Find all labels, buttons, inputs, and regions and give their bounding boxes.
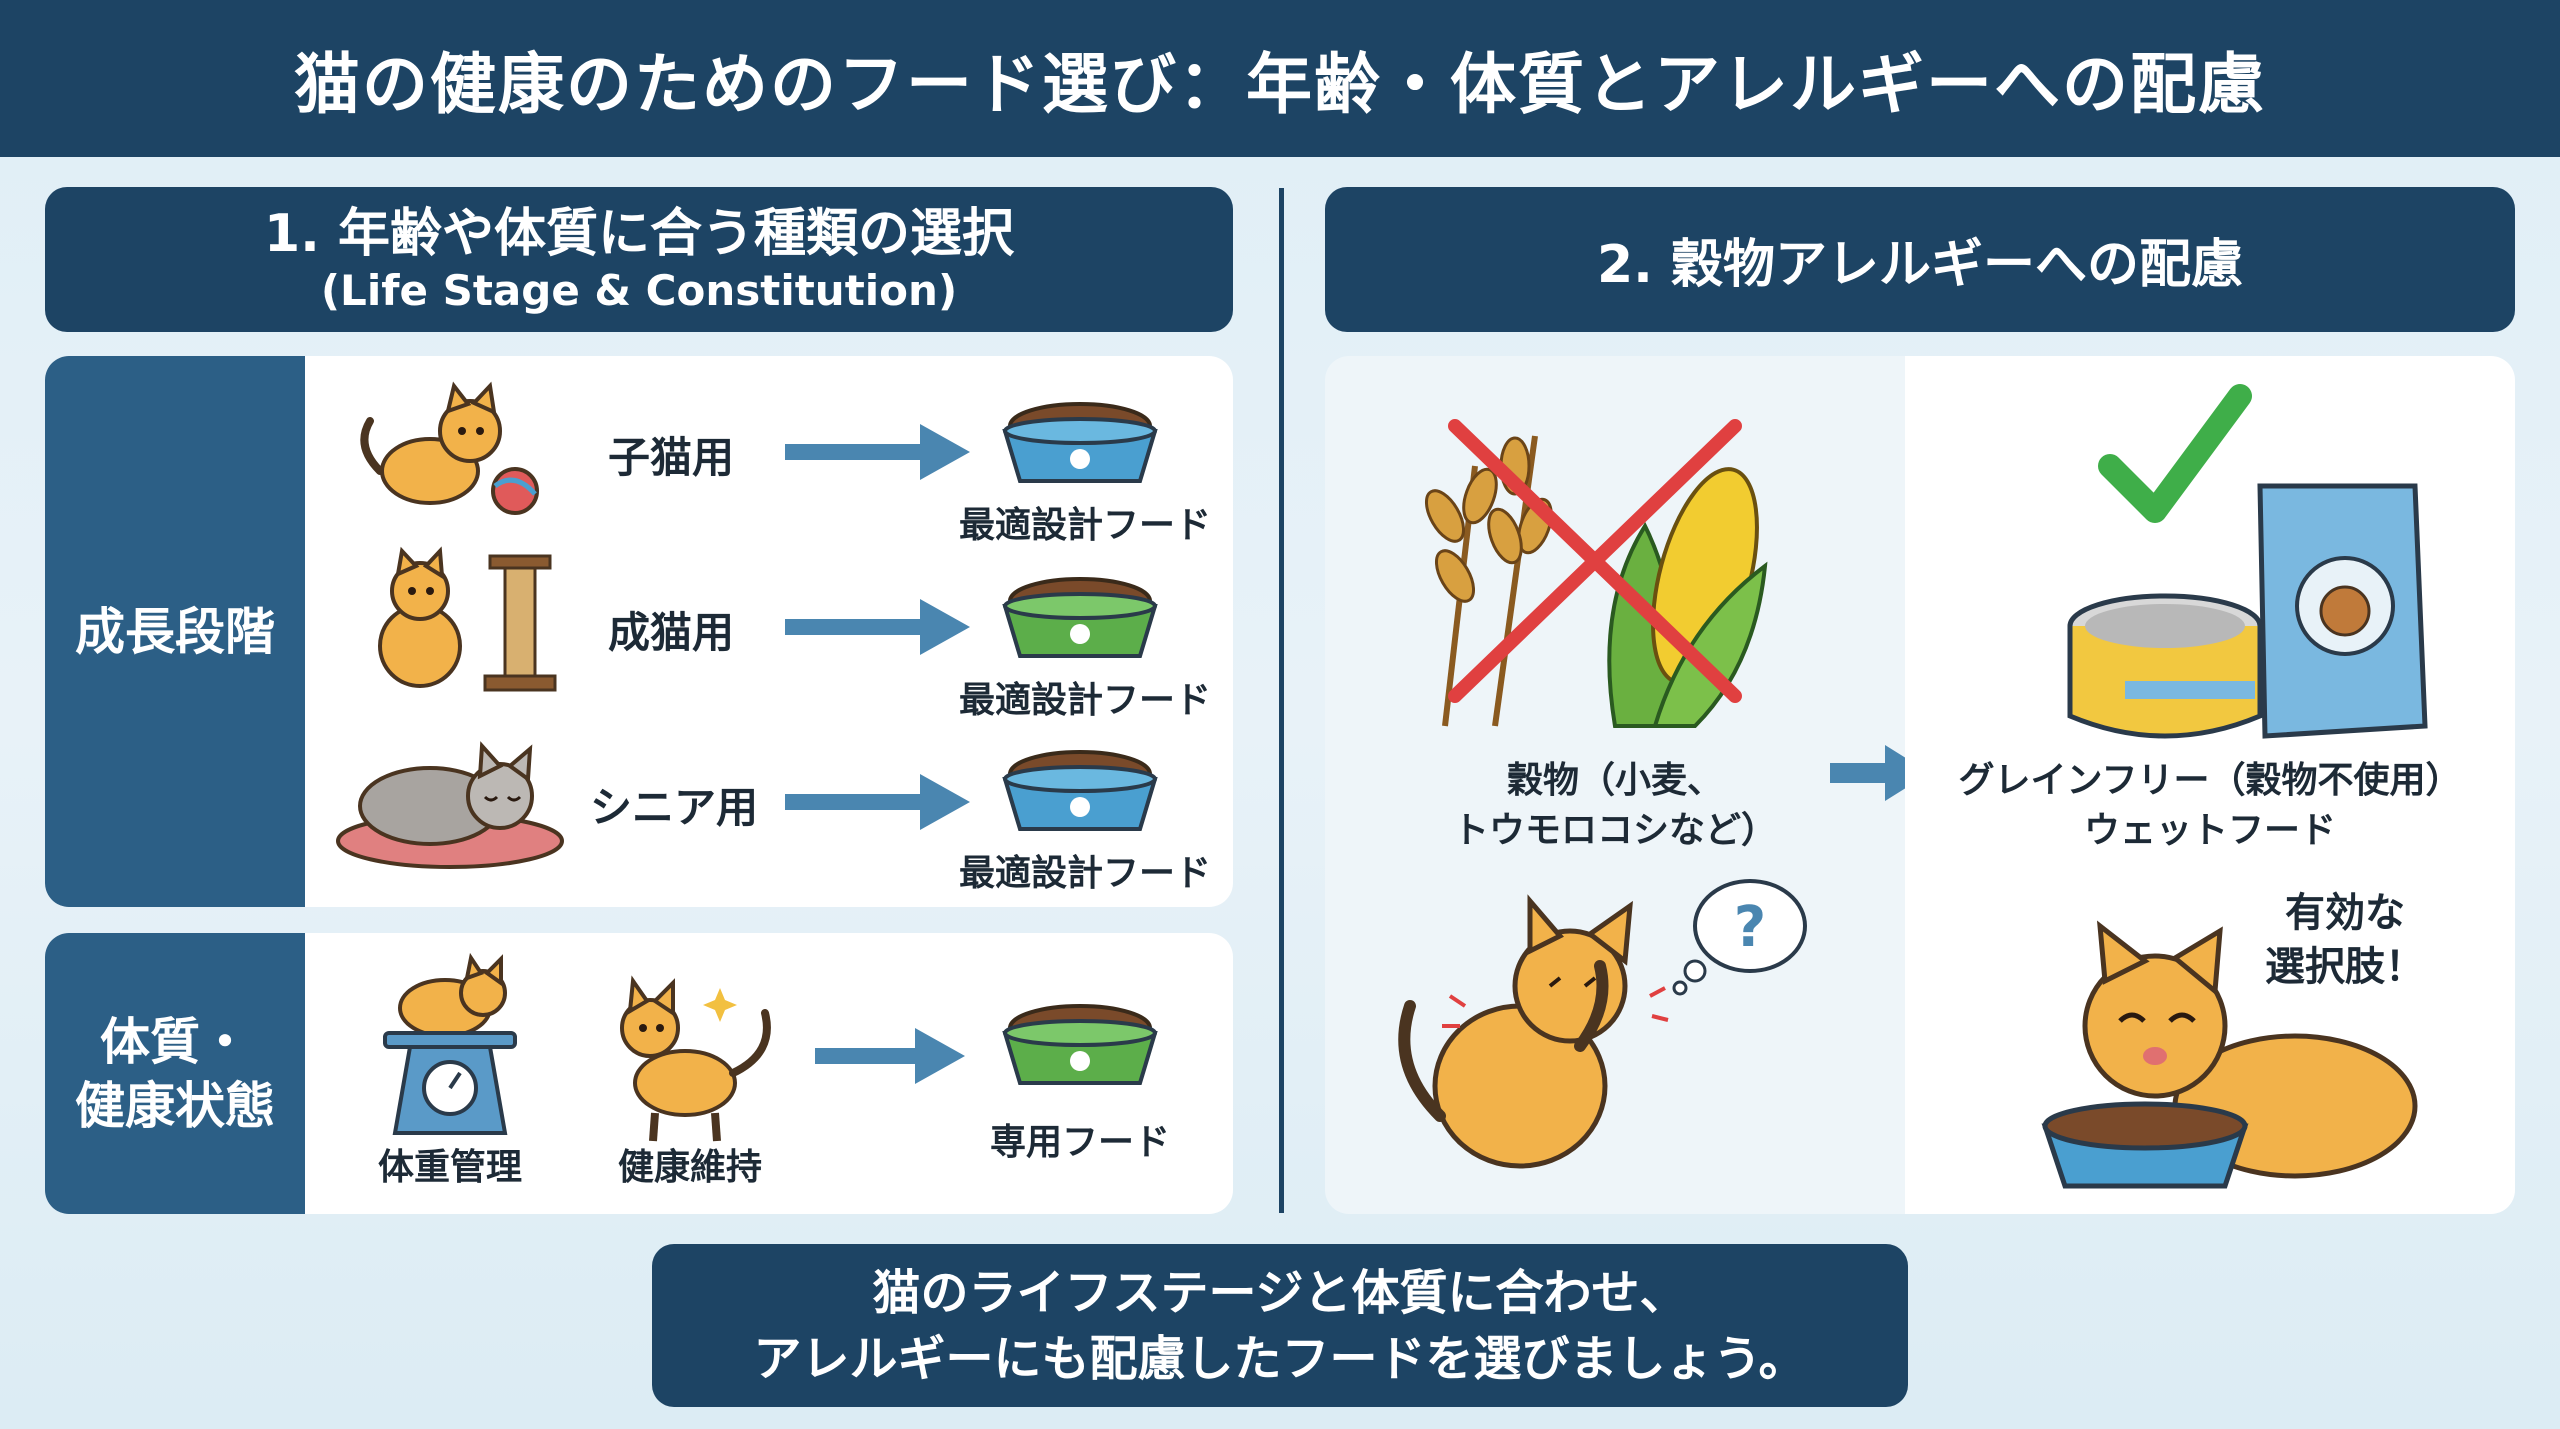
section2-title: 2. 穀物アレルギーへの配慮 (1596, 235, 2244, 295)
kitten-food-label: 最適設計フード (958, 505, 1211, 546)
health-panel: 体質・健康状態 体重管理 健康維持 専用フード (45, 933, 1233, 1214)
footer-message: 猫のライフステージと体質に合わせ、 アレルギーにも配慮したフードを選びましょう。 (652, 1244, 1908, 1407)
grain-allergy-panel: 穀物（小麦、 トウモロコシなど） ? (1325, 356, 1905, 1214)
wet-food-can-and-pouch-icon (2067, 483, 2428, 739)
health-label-line1: 体質・ (100, 1012, 250, 1071)
grain-free-caption: グレインフリー（穀物不使用） ウェットフード (1905, 756, 2515, 856)
special-food-label: 専用フード (989, 1122, 1170, 1163)
kitten-row-label: 子猫用 (608, 433, 735, 482)
grain-free-caption-line2: ウェットフード (2083, 810, 2336, 851)
growth-stage-label: 成長段階 (45, 356, 305, 907)
food-bowl-icon (1002, 402, 1158, 483)
health-label-line2: 健康状態 (75, 1076, 275, 1135)
question-mark: ? (1734, 895, 1766, 960)
health-label: 体質・健康状態 (45, 933, 305, 1214)
effective-line1: 有効な (2285, 890, 2405, 936)
grain-caption: 穀物（小麦、 トウモロコシなど） (1325, 756, 1905, 856)
itchy-cat-icon (1398, 894, 1669, 1169)
effective-line2: 選択肢！ (2265, 944, 2425, 990)
cat-on-scale-icon (383, 952, 517, 1135)
checkmark-icon (2098, 384, 2252, 523)
arrow-icon (785, 599, 970, 655)
adult-row-label: 成猫用 (608, 608, 735, 657)
footer-line1: 猫のライフステージと体質に合わせ、 (872, 1264, 1688, 1321)
section1-title: 1. 年齢や体質に合う種類の選択 (263, 203, 1015, 264)
grain-caption-line2: トウモロコシなど） (1452, 810, 1777, 851)
health-maintenance-label: 健康維持 (617, 1147, 762, 1188)
kitten-with-ball-icon (360, 381, 539, 515)
senior-row-label: シニア用 (590, 783, 759, 832)
grain-free-caption-line1: グレインフリー（穀物不使用） (1958, 760, 2462, 801)
adult-cat-with-scratcher-icon (378, 546, 557, 692)
food-bowl-icon (1002, 1004, 1158, 1085)
section1-header: 1. 年齢や体質に合う種類の選択 (Life Stage & Constitut… (45, 187, 1233, 332)
section-divider (1279, 188, 1284, 1213)
happy-cat-eating-icon (2041, 920, 2418, 1189)
senior-food-label: 最適設計フード (958, 853, 1211, 894)
section1-subtitle: (Life Stage & Constitution) (320, 265, 958, 315)
title-bar: 猫の健康のためのフード選び：年齢・体質とアレルギーへの配慮 (0, 0, 2560, 157)
footer-line2: アレルギーにも配慮したフードを選びましょう。 (753, 1330, 1807, 1387)
food-bowl-icon (1002, 750, 1158, 831)
senior-cat-sleeping-icon (336, 741, 564, 869)
arrow-icon (785, 774, 970, 830)
grain-free-panel: グレインフリー（穀物不使用） ウェットフード 有効な 選択肢！ (1905, 356, 2515, 1214)
adult-food-label: 最適設計フード (958, 680, 1211, 721)
arrow-icon (785, 424, 970, 480)
question-thought-bubble-icon: ? (1672, 879, 1807, 996)
grain-caption-line1: 穀物（小麦、 (1506, 760, 1723, 801)
effective-choice-label: 有効な 選択肢！ (2245, 886, 2445, 994)
section2-header: 2. 穀物アレルギーへの配慮 (1325, 187, 2515, 332)
healthy-cat-sparkle-icon (620, 975, 771, 1142)
growth-stage-panel: 成長段階 子猫用 最適設計フード 成猫用 (45, 356, 1233, 907)
food-bowl-icon (1002, 577, 1158, 658)
page-title: 猫の健康のためのフード選び：年齢・体質とアレルギーへの配慮 (294, 45, 2266, 123)
weight-management-label: 体重管理 (377, 1147, 522, 1188)
arrow-icon (815, 1028, 965, 1084)
grain-crossed-out-icon (1424, 419, 1768, 728)
